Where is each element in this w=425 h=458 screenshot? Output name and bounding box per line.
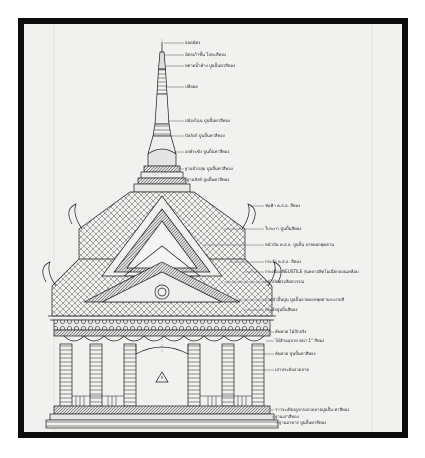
annotation-label: กระจัง ค.ส.ล. สีทอง [265, 259, 301, 264]
spire [133, 42, 191, 193]
guide-lines [53, 24, 373, 432]
annotation-label: ฐานสิงห์ ปูนปั้นทาสีทอง [187, 177, 230, 182]
annotation-label: ยอดฉัตร [185, 40, 201, 45]
annotation-label: กระเบื้อง NEUSTILE รุ่นคลาสสิคโมเนียกลอน… [265, 269, 359, 274]
drawing-paper: ยอดฉัตร ฉัตรเก้าชั้น โลหะสีทอง หยาดน้ำค้… [24, 24, 402, 432]
annotation-label: คันทวย ปูนปั้นทาสีทอง [275, 351, 316, 356]
annotation-label: ฉัตรเก้าชั้น โลหะสีทอง [185, 52, 226, 57]
lintel [53, 319, 271, 342]
annotation-label: คันทวย ไม้สักจริง [275, 329, 307, 334]
pillars [59, 343, 265, 407]
annotation-label: ไม้สักฉลุลาย หนา 1" สีทอง [275, 338, 325, 343]
annotation-label: เสาประดับลวดลาย [275, 367, 309, 372]
annotation-label: หน้าบันทรงสัตตวรรณ [265, 279, 305, 284]
annotation-label: ปล้องไฉน ปูนปั้นทาสีทอง [185, 118, 230, 123]
temple-elevation-drawing [42, 24, 373, 432]
annotation-label: ราวระเบียงลูกกรงลวดลายปูนปั้น ทาสีทอง [275, 407, 350, 412]
annotation-label: ปลียอด [185, 84, 198, 89]
leader-lines [164, 42, 278, 424]
roof [42, 191, 282, 321]
annotation-label: องค์ระฆัง ปูนปั้นทาสีทอง [185, 149, 230, 154]
annotation-label: หน้าบัน ค.ส.ล. ปูนปั้น ลายดอกพุดตาน [265, 242, 334, 247]
base [45, 395, 279, 429]
annotation-label: ช่อฟ้า ค.ส.ล. สีทอง [265, 203, 301, 208]
annotation-label: ลวดบัวปั้นปูน ปูนปั้นลายดอกพุดตานระบายสี [265, 297, 345, 302]
annotation-label: หยาดน้ำค้าง ปูนปั้นทาสีทอง [185, 63, 236, 68]
annotation-label: ใบระกา ปูนปั้นสีทอง [265, 226, 302, 231]
annotation-label: ฐานอาคาร ปูนปั้นทาสีทอง [279, 420, 327, 425]
annotation-label: ฐานบัวกลุ่ม ปูนปั้นทาสีทอง [185, 166, 233, 171]
annotation-label: กระจังปูนปั้นสีทอง [265, 307, 298, 312]
annotation-label: ฐานเสาสีทอง [275, 414, 299, 419]
annotation-label: บัลลังก์ ปูนปั้นทาสีทอง [185, 133, 225, 138]
